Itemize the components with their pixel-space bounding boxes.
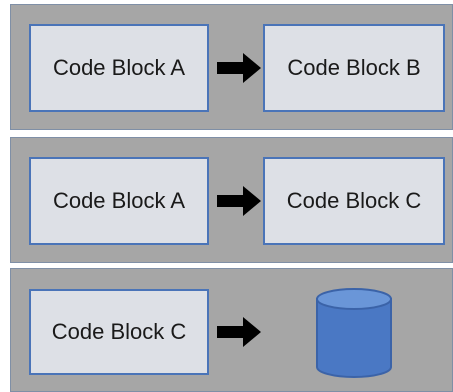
code-block-b: Code Block B [263,24,445,112]
panel-row-1: Code Block A Code Block B [10,4,453,130]
code-block-a: Code Block A [29,157,209,245]
panel-row-3: Code Block C [10,268,453,392]
database-icon [315,287,393,384]
code-block-c: Code Block C [29,289,209,375]
arrow-right-icon [217,317,261,347]
code-block-a: Code Block A [29,24,209,112]
code-block-c: Code Block C [263,157,445,245]
arrow-right-icon [217,186,261,216]
panel-row-2: Code Block A Code Block C [10,137,453,263]
arrow-right-icon [217,53,261,83]
